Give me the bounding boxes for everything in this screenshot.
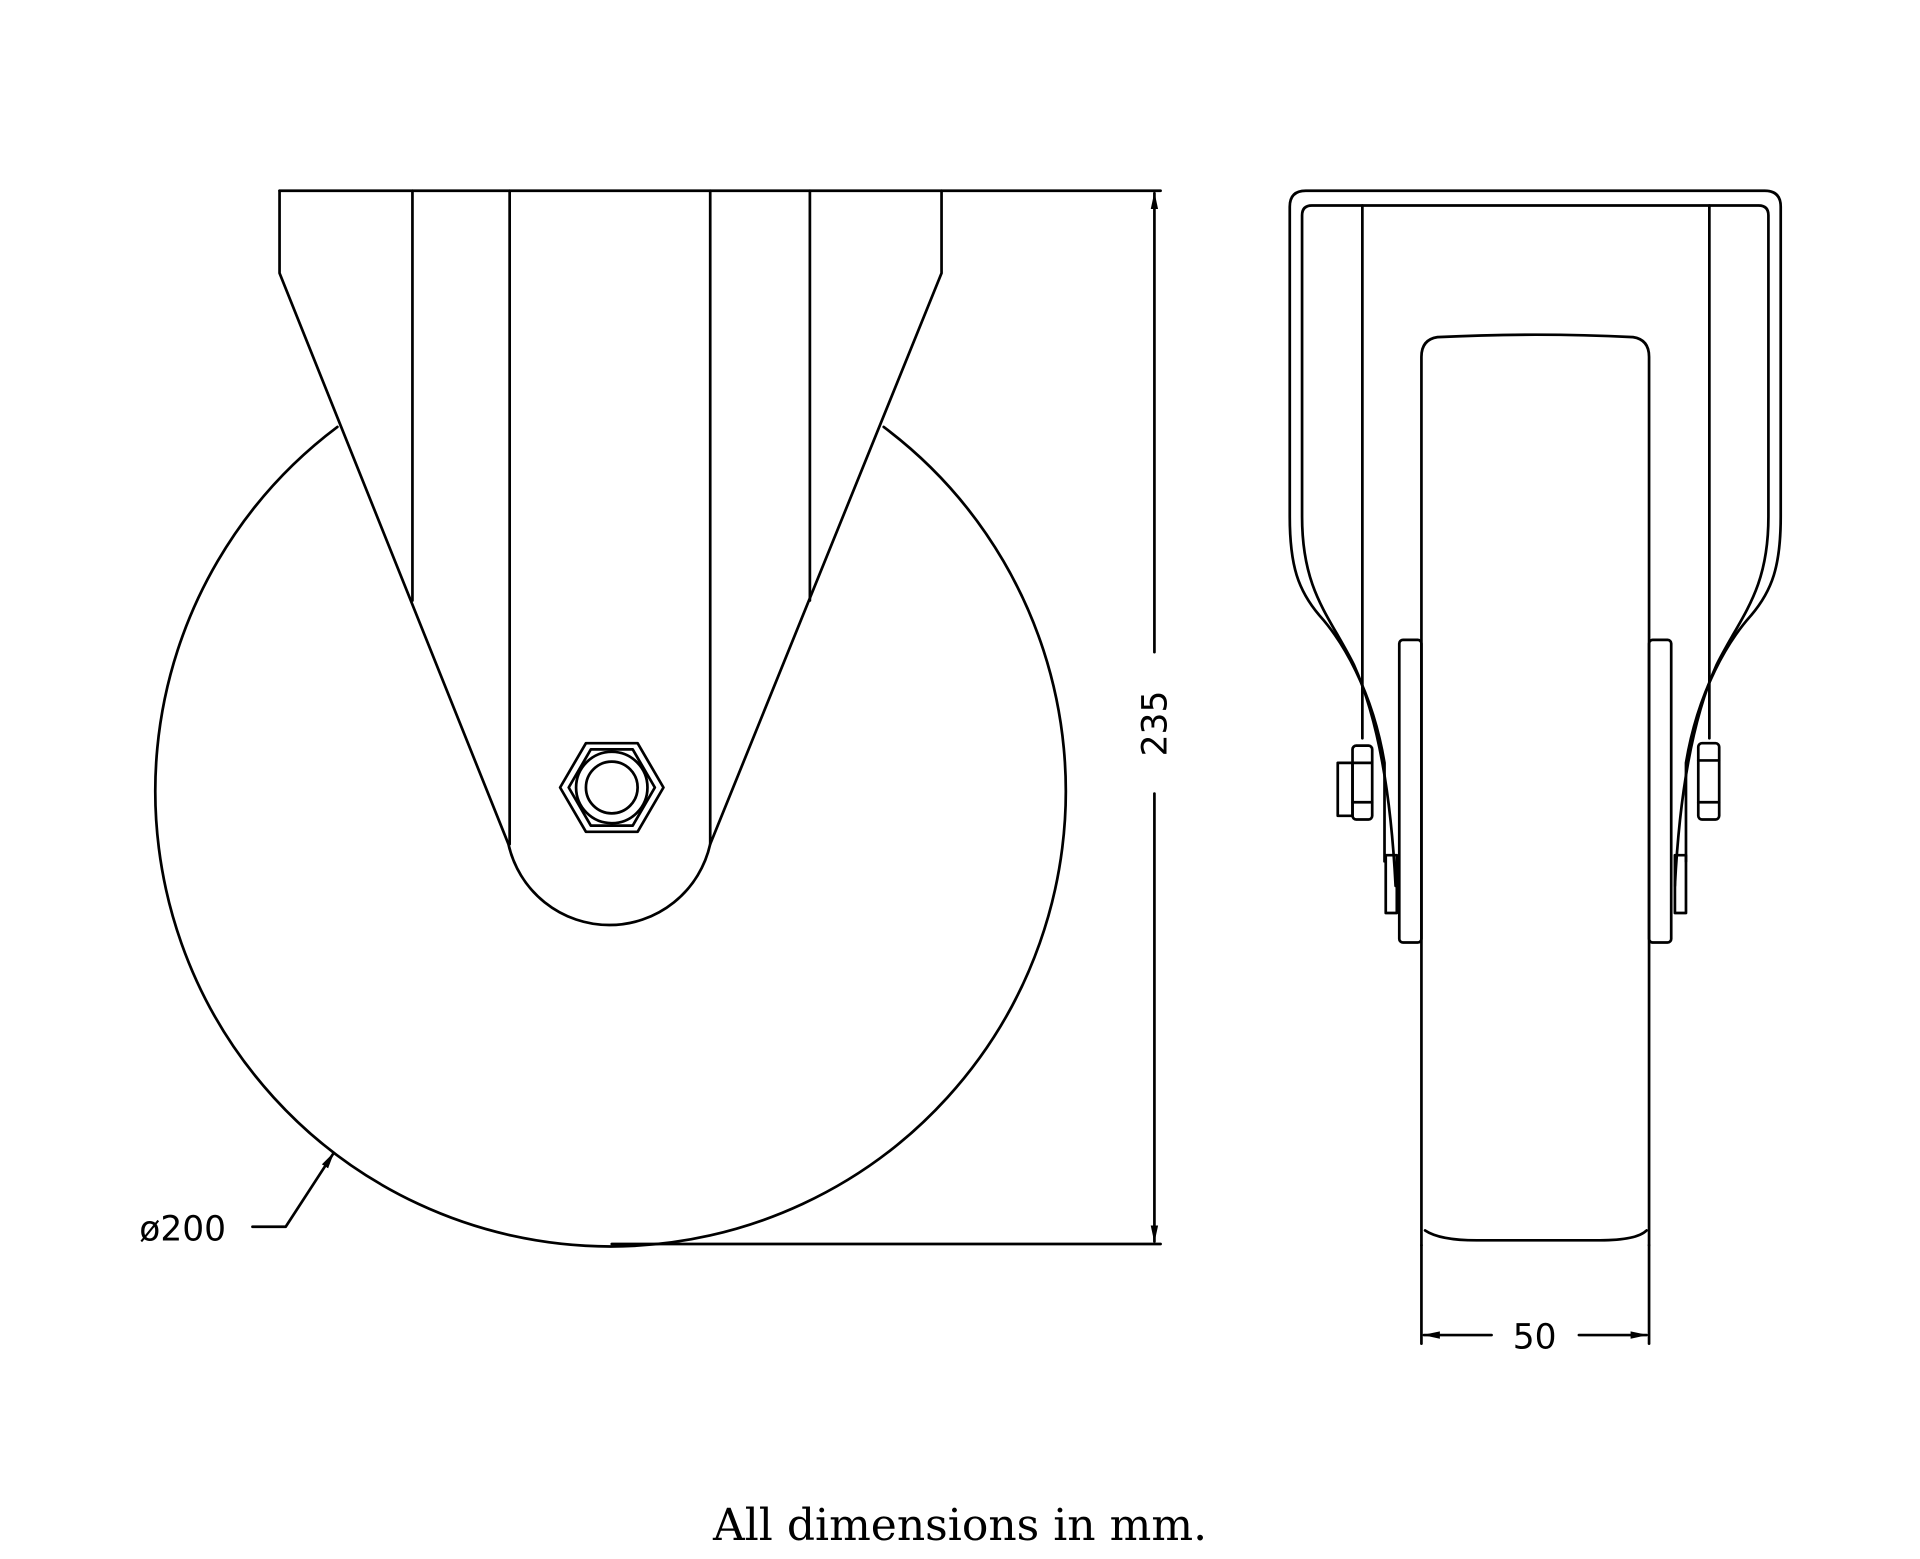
- fork-outline: [278, 189, 943, 927]
- diameter-dimension-label: ø200: [139, 1209, 226, 1249]
- side-view: 50: [1288, 189, 1783, 1358]
- axle-nut-right-icon: [1696, 741, 1721, 821]
- height-dimension-label: 235: [1136, 691, 1176, 757]
- diameter-leader-line: [251, 1151, 336, 1229]
- caption: All dimensions in mm.: [0, 1500, 1920, 1551]
- bracket-foot: [1673, 853, 1688, 915]
- hub-left: [1397, 638, 1423, 944]
- wheel-outline: [153, 425, 1068, 1248]
- bracket-foot: [1384, 853, 1399, 915]
- caption-text: All dimensions in mm.: [712, 1500, 1208, 1551]
- axle-nut-left-icon: [1336, 744, 1374, 821]
- axle-nut-icon: [558, 741, 665, 834]
- wheel-tread: [1420, 333, 1651, 1247]
- hub-right: [1647, 638, 1673, 944]
- width-dimension-label: 50: [1513, 1318, 1557, 1358]
- bracket-outer: [1288, 189, 1783, 863]
- wheel-tread-bottom: [1423, 1229, 1648, 1242]
- front-view: 235 ø200: [139, 189, 1176, 1249]
